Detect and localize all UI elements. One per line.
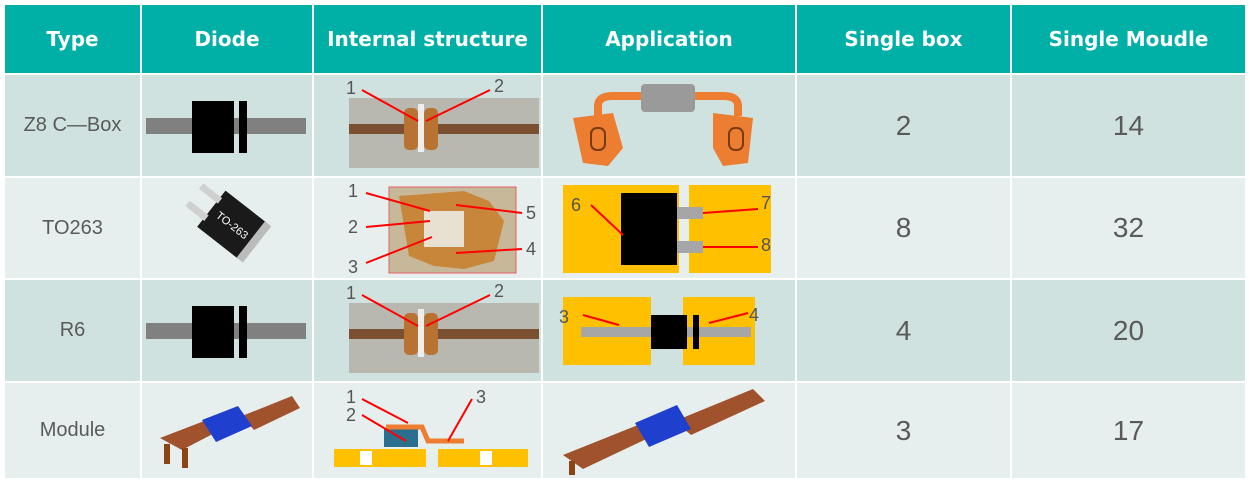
application-label: 7 [761,193,771,213]
structure-label: 2 [346,405,356,425]
structure-label: 3 [476,387,486,407]
table-row: R6 1 2 [5,280,1245,381]
diode-image: TO-263 [142,178,312,278]
diode-comparison-table: Type Diode Internal structure Applicatio… [3,3,1247,480]
internal-structure-image: 1 2 [314,280,541,381]
type-cell: Module [5,383,140,478]
header-diode: Diode [142,5,312,73]
single-box-value: 8 [797,178,1010,278]
single-box-value: 3 [797,383,1010,478]
header-type: Type [5,5,140,73]
table-row: Module [5,383,1245,478]
structure-label: 1 [346,387,356,407]
header-single-module: Single Moudle [1012,5,1245,73]
table-row: TO263 TO-263 [5,178,1245,278]
structure-label: 1 [346,78,356,98]
diode-image [142,383,312,478]
table-row: Z8 C—Box 1 2 [5,75,1245,176]
diode-image [142,75,312,176]
structure-label: 1 [348,181,358,201]
diode-image [142,280,312,381]
header-internal-structure: Internal structure [314,5,541,73]
type-cell: R6 [5,280,140,381]
structure-label: 5 [526,203,536,223]
structure-label: 2 [494,78,504,96]
internal-structure-image: 1 2 3 4 5 [314,178,541,278]
application-label: 8 [761,235,771,255]
structure-label: 3 [348,257,358,276]
header-row: Type Diode Internal structure Applicatio… [5,5,1245,73]
type-cell: Z8 C—Box [5,75,140,176]
single-module-value: 32 [1012,178,1245,278]
structure-label: 2 [348,217,358,237]
application-label: 3 [559,307,569,327]
type-cell: TO263 [5,178,140,278]
single-module-value: 20 [1012,280,1245,381]
application-label: 4 [749,305,759,325]
structure-label: 2 [494,283,504,301]
application-label: 6 [571,195,581,215]
single-module-value: 14 [1012,75,1245,176]
application-image [543,75,795,176]
application-image: 3 4 [543,280,795,381]
structure-label: 1 [346,283,356,303]
internal-structure-image: 1 2 3 [314,383,541,478]
single-module-value: 17 [1012,383,1245,478]
structure-label: 4 [526,239,536,259]
single-box-value: 4 [797,280,1010,381]
application-image: 6 7 8 [543,178,795,278]
internal-structure-image: 1 2 [314,75,541,176]
header-application: Application [543,5,795,73]
header-single-box: Single box [797,5,1010,73]
single-box-value: 2 [797,75,1010,176]
application-image [543,383,795,478]
